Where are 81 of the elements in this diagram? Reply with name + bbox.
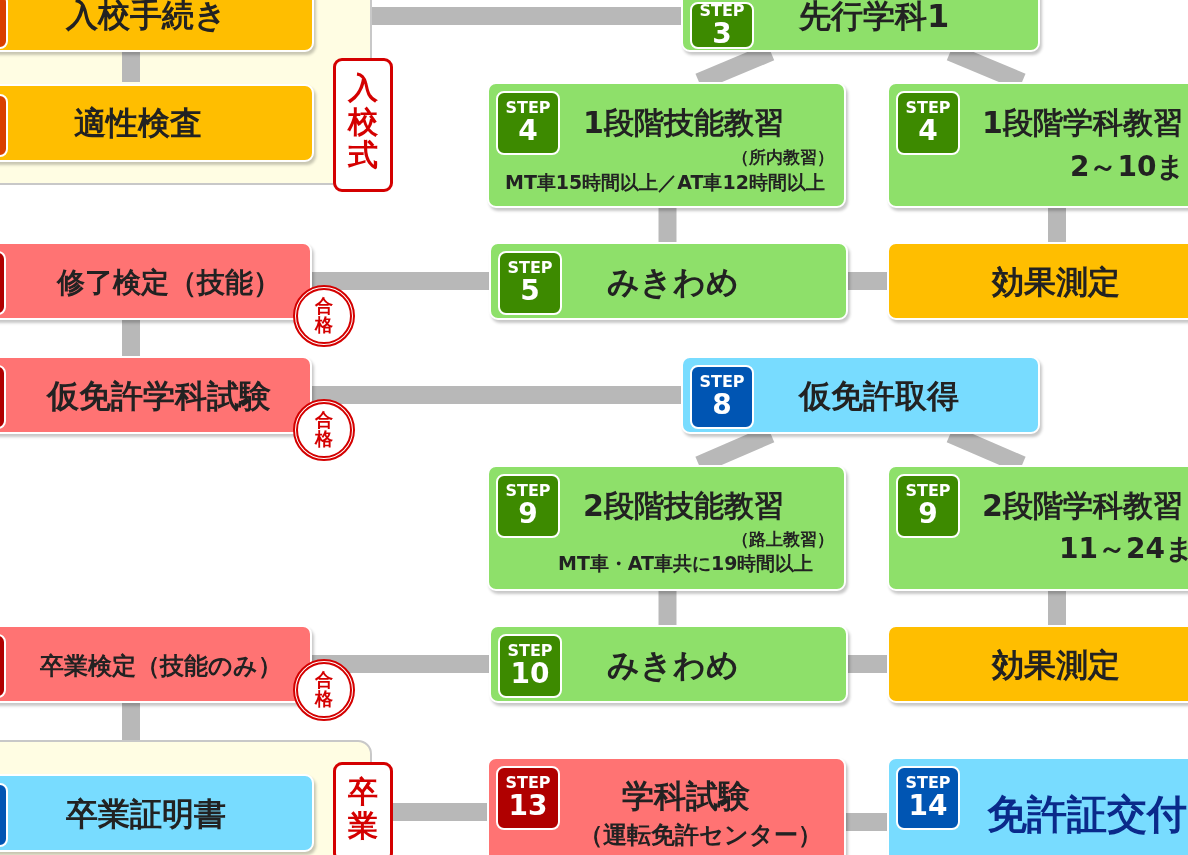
step-number: 4 bbox=[518, 116, 538, 146]
step-note: （所内教習） bbox=[732, 147, 834, 167]
step-number: 8 bbox=[712, 390, 732, 420]
step-title: 卒業検定（技能のみ） bbox=[40, 652, 282, 680]
step-title: みきわめ bbox=[607, 265, 739, 301]
step-number: 9 bbox=[518, 499, 538, 529]
step-box bbox=[887, 465, 1188, 591]
connector-line bbox=[122, 703, 140, 740]
connector-line bbox=[848, 655, 887, 673]
step-title: 2段階学科教習 bbox=[982, 488, 1183, 522]
step-note: MT車15時間以上／AT車12時間以上 bbox=[505, 171, 825, 193]
connector-line bbox=[122, 50, 140, 82]
step-title: 適性検査 bbox=[74, 106, 202, 142]
connector-line bbox=[658, 591, 677, 625]
step-box bbox=[681, 356, 1040, 434]
step-number: 10 bbox=[510, 659, 550, 689]
step-title: 卒業証明書 bbox=[66, 797, 226, 833]
pass-stamp: 合格 bbox=[293, 285, 355, 347]
step-box bbox=[489, 242, 848, 320]
step-title: 仮免許学科試験 bbox=[47, 379, 271, 415]
step-label: STEP bbox=[905, 775, 951, 792]
connector-line bbox=[846, 813, 887, 831]
connector-line bbox=[848, 272, 887, 290]
connector-line bbox=[312, 655, 489, 673]
step-box bbox=[887, 82, 1188, 208]
step-label: STEP bbox=[505, 100, 551, 117]
step-box bbox=[0, 242, 312, 320]
step-box bbox=[0, 84, 314, 162]
step-title: 修了検定（技能） bbox=[57, 267, 281, 299]
step-label: STEP bbox=[905, 483, 951, 500]
step-title: 効果測定 bbox=[992, 648, 1120, 684]
connector-line bbox=[658, 208, 677, 242]
pass-stamp: 合格 bbox=[293, 399, 355, 461]
step-note: （運転免許センター） bbox=[579, 821, 822, 849]
step-note: 11～24ま bbox=[1059, 533, 1188, 565]
step-title: 学科試験 bbox=[622, 779, 750, 815]
step-number: 3 bbox=[712, 18, 732, 49]
step-box bbox=[0, 774, 314, 852]
step-title: 1段階学科教習 bbox=[982, 105, 1183, 139]
step-number: 4 bbox=[918, 116, 938, 146]
step-note: （路上教習） bbox=[732, 529, 834, 549]
step-label: STEP bbox=[699, 2, 745, 19]
step-box bbox=[0, 625, 312, 703]
connector-line bbox=[312, 386, 681, 404]
step-number: 13 bbox=[508, 791, 548, 821]
step-label: STEP bbox=[905, 100, 951, 117]
ceremony-box: 卒業 bbox=[333, 762, 393, 855]
step-box bbox=[487, 465, 846, 591]
connector-line bbox=[372, 7, 681, 25]
step-label: STEP bbox=[505, 775, 551, 792]
pass-stamp: 合格 bbox=[293, 659, 355, 721]
step-box bbox=[681, 0, 1040, 52]
step-box bbox=[489, 625, 848, 703]
step-title: 2段階技能教習 bbox=[583, 488, 784, 522]
step-label: STEP bbox=[505, 483, 551, 500]
step-label: STEP bbox=[507, 260, 553, 277]
connector-line bbox=[393, 803, 487, 821]
connector-line bbox=[1048, 208, 1066, 242]
step-note: 2～10ま bbox=[1070, 151, 1186, 183]
step-number: 9 bbox=[918, 499, 938, 529]
step-title: 効果測定 bbox=[992, 265, 1120, 301]
step-title: みきわめ bbox=[607, 648, 739, 684]
step-title: 免許証交付 bbox=[987, 792, 1187, 836]
step-title: 1段階技能教習 bbox=[583, 105, 784, 139]
ceremony-box: 入校式 bbox=[333, 58, 393, 192]
step-box bbox=[887, 242, 1188, 320]
step-label: STEP bbox=[699, 374, 745, 391]
step-label: STEP bbox=[507, 643, 553, 660]
connector-line bbox=[312, 272, 489, 290]
step-title: 仮免許取得 bbox=[799, 379, 959, 415]
step-note: MT車・AT車共に19時間以上 bbox=[558, 552, 814, 574]
step-title: 先行学科1 bbox=[799, 0, 950, 35]
step-box bbox=[887, 625, 1188, 703]
connector-line bbox=[122, 320, 140, 356]
step-box bbox=[0, 356, 312, 434]
step-box bbox=[487, 82, 846, 208]
step-title: 入校手続き bbox=[66, 0, 227, 34]
step-number: 5 bbox=[520, 276, 540, 306]
step-box bbox=[487, 757, 846, 855]
step-number: 14 bbox=[908, 791, 948, 821]
connector-line bbox=[1048, 591, 1066, 625]
